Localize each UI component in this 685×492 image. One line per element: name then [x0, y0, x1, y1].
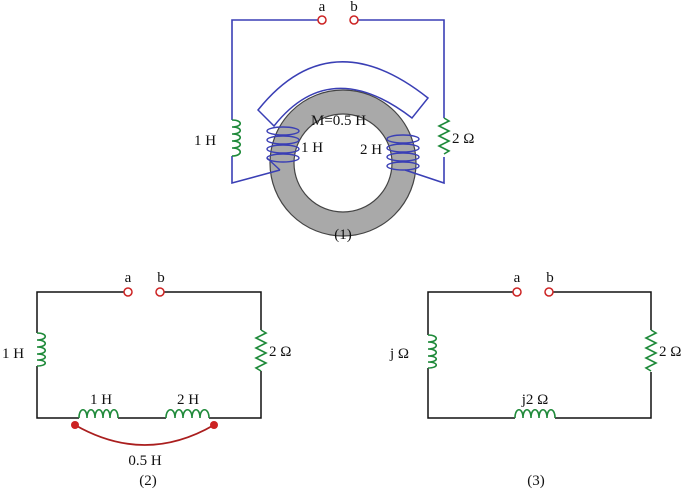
- terminal-icon: [155, 287, 165, 297]
- coil-right-label: 2 H: [360, 142, 382, 158]
- left-impedance-label: j Ω: [389, 346, 409, 362]
- terminal-b-label: b: [350, 0, 358, 15]
- dot-marker: [71, 421, 79, 429]
- figure-3-wires: [427, 291, 652, 419]
- inductor-icon: [165, 408, 210, 419]
- figure-3: a b j Ω 2 Ω j2 Ω (3): [389, 270, 681, 489]
- terminal-a-label: a: [514, 270, 521, 286]
- terminal-icon: [123, 287, 133, 297]
- mutual-coupling-arc: [74, 424, 215, 446]
- bottom-inductor-2-label: 2 H: [177, 392, 199, 408]
- resistor-icon: [254, 329, 268, 372]
- dot-marker: [210, 421, 218, 429]
- mutual-label: M=0.5 H: [311, 113, 366, 129]
- inductor-icon: [231, 119, 242, 157]
- inductor-icon: [427, 334, 438, 369]
- caption-1: (1): [334, 227, 352, 243]
- figure-2: a b 1 H 2 Ω 1 H 2 H 0.5 H (2): [2, 270, 291, 489]
- left-inductor-label: 1 H: [2, 346, 24, 362]
- terminal-icon: [512, 287, 522, 297]
- resistor-label: 2 Ω: [659, 344, 681, 360]
- resistor-icon: [644, 329, 658, 372]
- resistor-icon: [437, 117, 451, 155]
- terminal-b-label: b: [546, 270, 554, 286]
- terminal-a-label: a: [319, 0, 326, 15]
- terminal-icon: [349, 15, 359, 25]
- flux-arc: [256, 61, 430, 128]
- figure-1: a b 1 H 2 Ω 1 H 2 H M=0.5 H (1): [194, 0, 474, 243]
- bottom-impedance-label: j2 Ω: [521, 392, 549, 408]
- caption-2: (2): [139, 473, 157, 489]
- resistor-label: 2 Ω: [452, 131, 474, 147]
- right-coil: [386, 134, 420, 171]
- figure-1-wires: [231, 19, 445, 185]
- resistor-label: 2 Ω: [269, 344, 291, 360]
- terminal-icon: [544, 287, 554, 297]
- inductor-icon: [36, 332, 47, 367]
- mutual-label: 0.5 H: [128, 453, 162, 469]
- left-inductor-label: 1 H: [194, 133, 216, 149]
- caption-3: (3): [527, 473, 545, 489]
- figure-2-wires: [36, 291, 262, 419]
- terminal-icon: [317, 15, 327, 25]
- coil-left-label: 1 H: [301, 140, 323, 156]
- terminal-a-label: a: [125, 270, 132, 286]
- terminal-b-label: b: [157, 270, 165, 286]
- bottom-inductor-1-label: 1 H: [90, 392, 112, 408]
- toroid-core-icon: [270, 90, 416, 236]
- left-coil: [266, 126, 300, 171]
- inductor-icon: [78, 408, 119, 419]
- inductor-icon: [514, 408, 556, 419]
